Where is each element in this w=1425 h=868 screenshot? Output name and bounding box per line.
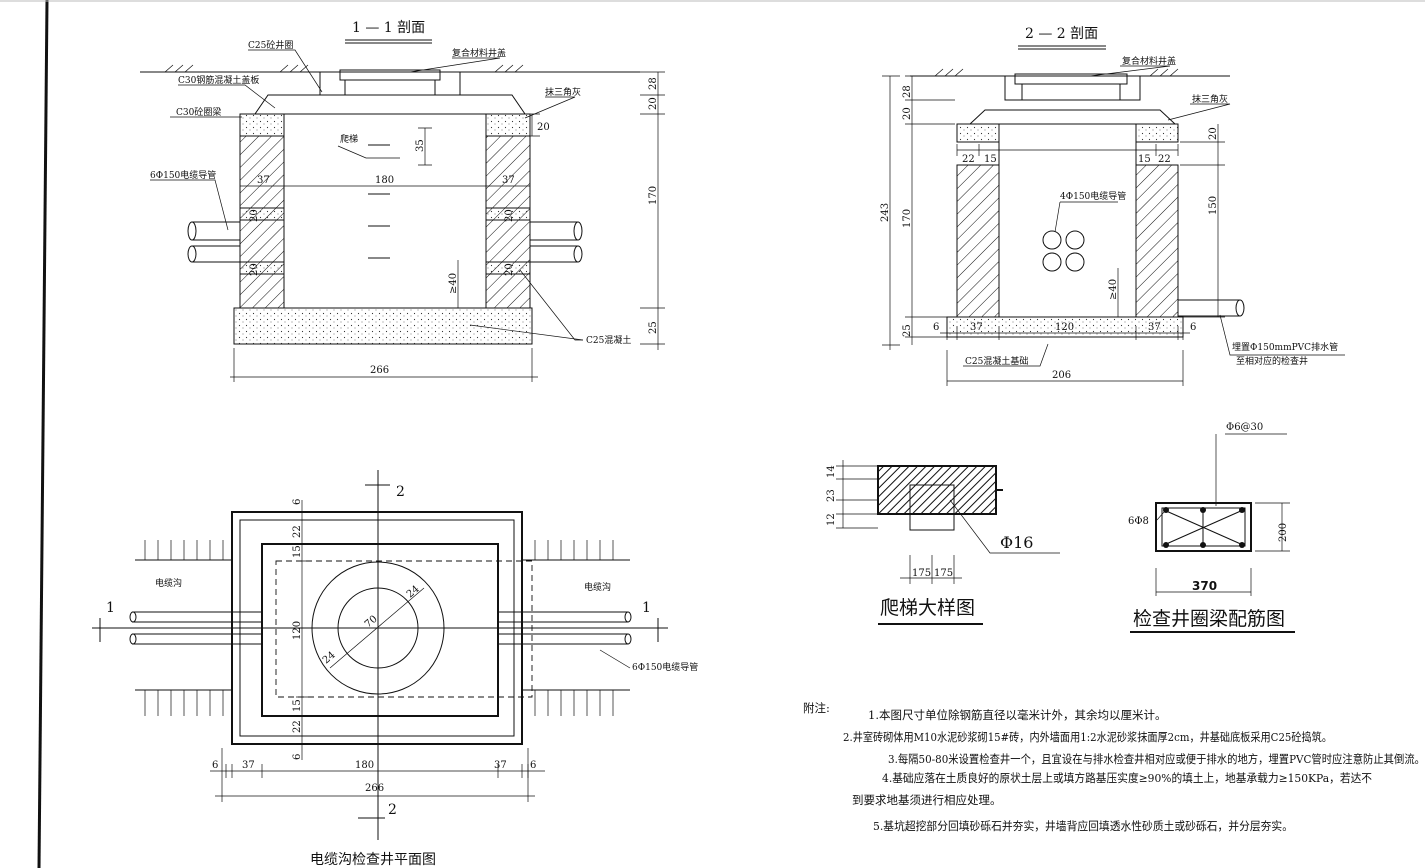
- label-pipe: 6Φ150电缆导管: [150, 169, 216, 181]
- plan-dim-37r: 37: [494, 760, 507, 771]
- plan-dim-15t: 15: [292, 545, 303, 558]
- dim-20c: 20: [249, 209, 260, 222]
- plan-dim-266: 266: [365, 783, 384, 794]
- plan-dim-6b: 6: [292, 754, 303, 760]
- label22-pipe: 4Φ150电缆导管: [1060, 190, 1126, 202]
- dim-35: 35: [415, 139, 426, 152]
- note-5: 5.基坑超挖部分回填砂砾石并夯实，井墙背应回填透水性砂质土或砂砾石，并分层夯实。: [873, 819, 1293, 833]
- ladder-dim-175a: 175: [912, 568, 931, 579]
- dim22-40: ≥40: [1108, 279, 1119, 300]
- mark-top-2: 2: [396, 484, 405, 500]
- dim22-6l: 6: [933, 322, 939, 333]
- beam-dim-370: 370: [1192, 579, 1217, 593]
- mark-left-1: 1: [106, 600, 115, 616]
- dim22-25: 25: [902, 324, 913, 337]
- plan-pipe-label: 6Φ150电缆导管: [632, 661, 698, 673]
- label-cover: 复合材料井盖: [452, 47, 506, 59]
- plan-dim-6t: 6: [292, 499, 303, 505]
- notes: 附注: 1.本图尺寸单位除钢筋直径以毫米计外，其余均以厘米计。 2.井室砖砌体用…: [803, 701, 1425, 833]
- dim22-22l: 22: [962, 154, 975, 165]
- ladder-dim-14: 14: [826, 465, 837, 478]
- plan-dim-120: 120: [292, 621, 303, 640]
- ladder-title: 爬梯大样图: [880, 597, 975, 619]
- dim-20f: 20: [504, 263, 515, 276]
- label-concrete: C25混凝土: [586, 334, 631, 346]
- dim-20b: 20: [537, 122, 550, 133]
- mark-right-1: 1: [642, 600, 651, 616]
- beam-title: 检查井圈梁配筋图: [1133, 608, 1285, 630]
- dim22-15l: 15: [984, 154, 997, 165]
- label22-drain1: 埋置Φ150mmPVC排水管: [1232, 341, 1338, 353]
- dim-180: 180: [375, 175, 394, 186]
- ladder-bar-size: Φ16: [1000, 533, 1033, 552]
- note-4a: 4.基础应落在土质良好的原状土层上或填方路基压实度≥90%的填土上，地基承载力≥…: [882, 771, 1372, 785]
- beam-dim-200: 200: [1278, 523, 1289, 542]
- dim-28: 28: [648, 77, 659, 90]
- note-1: 1.本图尺寸单位除钢筋直径以毫米计外，其余均以厘米计。: [868, 708, 1166, 722]
- dim22-37l: 37: [970, 322, 983, 333]
- plan-dim-22t: 22: [292, 525, 303, 538]
- dim22-20r: 20: [1208, 127, 1219, 140]
- dim-25: 25: [648, 321, 659, 334]
- dim-37-left: 37: [257, 175, 270, 186]
- dim22-22r: 22: [1158, 154, 1171, 165]
- ladder-dim-175b: 175: [934, 568, 953, 579]
- beam-rebar-detail: Φ6@30 6Φ8 200 370 检查井圈梁配筋图: [1128, 422, 1295, 633]
- label-c25-ring: C25砼井圈: [248, 39, 293, 51]
- label-chamfer: 抹三角灰: [545, 86, 581, 98]
- dim-266: 266: [370, 365, 389, 376]
- sheet-border: [37, 0, 49, 868]
- dim22-243: 243: [880, 203, 891, 222]
- mark-bot-2: 2: [388, 802, 397, 818]
- dim22-15r: 15: [1138, 154, 1151, 165]
- dim-20d: 20: [249, 263, 260, 276]
- plan-view: 2 2 1 1 电缆沟 电缆沟 6Φ150电缆导管 6 22 15 120 15…: [92, 470, 698, 868]
- label-slab: C30钢筋混凝土盖板: [178, 74, 259, 86]
- dim22-37r: 37: [1148, 322, 1161, 333]
- ladder-dim-23: 23: [826, 489, 837, 502]
- plan-title: 电缆沟检查井平面图: [310, 852, 436, 868]
- note-4b: 到要求地基须进行相应处理。: [852, 793, 1002, 807]
- beam-stirrup: Φ6@30: [1226, 422, 1263, 433]
- plan-trench-right: 电缆沟: [584, 581, 611, 593]
- section-1-1: 1 — 1 剖面: [140, 20, 665, 382]
- section-2-2: 2 — 2 剖面: [880, 26, 1345, 386]
- beam-rebar-bars: [1163, 507, 1245, 548]
- plan-dim-15b: 15: [292, 699, 303, 712]
- dim22-120: 120: [1055, 322, 1074, 333]
- dim-37-right: 37: [502, 175, 515, 186]
- label22-drain2: 至相对应的检查井: [1236, 355, 1308, 367]
- note-3: 3.每隔50-80米设置检查井一个，且宜设在与排水检查井相对应或便于排水的地方，…: [888, 752, 1425, 766]
- dim22-206: 206: [1052, 370, 1071, 381]
- dim-170: 170: [648, 186, 659, 205]
- label22-chamfer: 抹三角灰: [1192, 93, 1228, 105]
- beam-bars-label: 6Φ8: [1128, 516, 1149, 527]
- plan-dim-24a: 24: [405, 584, 422, 601]
- section-1-1-title: 1 — 1 剖面: [352, 20, 425, 36]
- note-2: 2.井室砖砌体用M10水泥砂浆砌15#砖，内外墙面用1:2水泥砂浆抹面厚2cm，…: [843, 730, 1332, 744]
- label22-base: C25混凝土基础: [965, 355, 1028, 367]
- dim22-28: 28: [902, 85, 913, 98]
- dim22-6r: 6: [1190, 322, 1196, 333]
- ladder-detail: 14 23 12 Φ16 175 175 爬梯大样图: [826, 460, 1060, 625]
- dim22-20: 20: [902, 107, 913, 120]
- label-beam: C30砼圈梁: [176, 106, 221, 118]
- label22-cover: 复合材料井盖: [1122, 55, 1176, 67]
- plan-dim-37l: 37: [242, 760, 255, 771]
- notes-head: 附注:: [803, 701, 830, 715]
- label-ladder: 爬梯: [340, 133, 358, 145]
- dim-40: ≥40: [448, 273, 459, 294]
- plan-dim-22b: 22: [292, 720, 303, 733]
- section-2-2-title: 2 — 2 剖面: [1025, 26, 1098, 42]
- plan-trench-left: 电缆沟: [155, 577, 182, 589]
- plan-dim-6r: 6: [530, 760, 536, 771]
- dim22-170: 170: [902, 209, 913, 228]
- plan-dim-180: 180: [355, 760, 374, 771]
- dim-20a: 20: [648, 97, 659, 110]
- dim-20e: 20: [504, 209, 515, 222]
- plan-dim-6l: 6: [212, 760, 218, 771]
- ladder-dim-12: 12: [826, 513, 837, 526]
- dim22-150: 150: [1208, 196, 1219, 215]
